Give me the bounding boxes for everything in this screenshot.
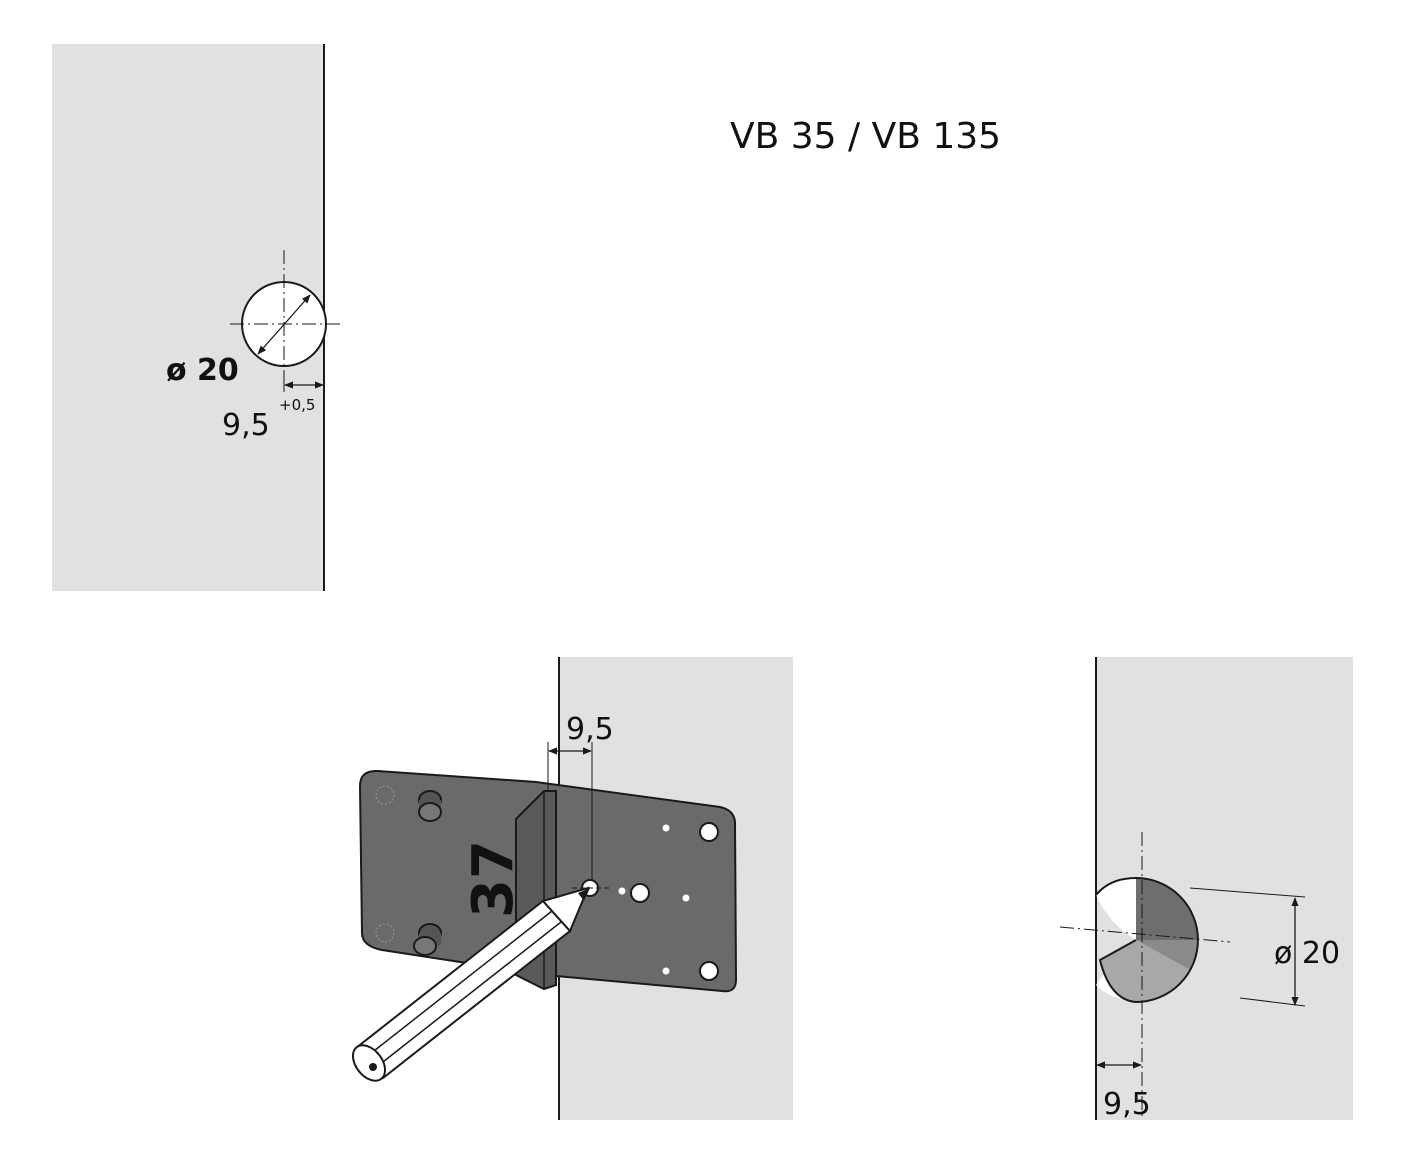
hole-interior-dark	[1136, 878, 1198, 940]
jig-pin-top	[418, 790, 442, 822]
diameter-label: ø 20	[166, 353, 239, 388]
side-view: ø 20 9,5	[1059, 657, 1353, 1122]
diameter-extension-top	[1189, 887, 1306, 898]
jig-hole-dashed-top	[375, 785, 395, 805]
hole-interior-light	[1100, 940, 1190, 1002]
jig-hole-small	[618, 887, 626, 895]
jig-hole-dashed-bottom	[375, 923, 395, 943]
jig-hole-small	[682, 894, 690, 902]
jig-pin-bottom	[413, 923, 442, 956]
hole-interior-mid	[1136, 940, 1198, 970]
diameter-label: ø 20	[1274, 936, 1340, 971]
top-view: ø 20 9,5 +0,5	[52, 44, 340, 591]
offset-label: 9,5	[566, 712, 614, 747]
tolerance-label: +0,5	[279, 396, 315, 414]
jig-hole	[699, 961, 719, 981]
offset-label: 9,5	[222, 408, 270, 443]
jig-hole	[699, 822, 719, 842]
centerline-h	[1059, 926, 1231, 943]
jig-hole-small	[662, 824, 670, 832]
pencil	[351, 886, 590, 1082]
diagram-title: VB 35 / VB 135	[730, 116, 1001, 157]
jig-hole	[630, 883, 650, 903]
jig-number: 37	[461, 840, 526, 918]
jig-hole-small	[662, 967, 670, 975]
offset-label: 9,5	[1103, 1087, 1151, 1122]
hole-outline	[1095, 876, 1199, 1004]
diameter-dimension-arrow	[257, 294, 311, 355]
jig-view: 37 9,5	[351, 657, 793, 1120]
